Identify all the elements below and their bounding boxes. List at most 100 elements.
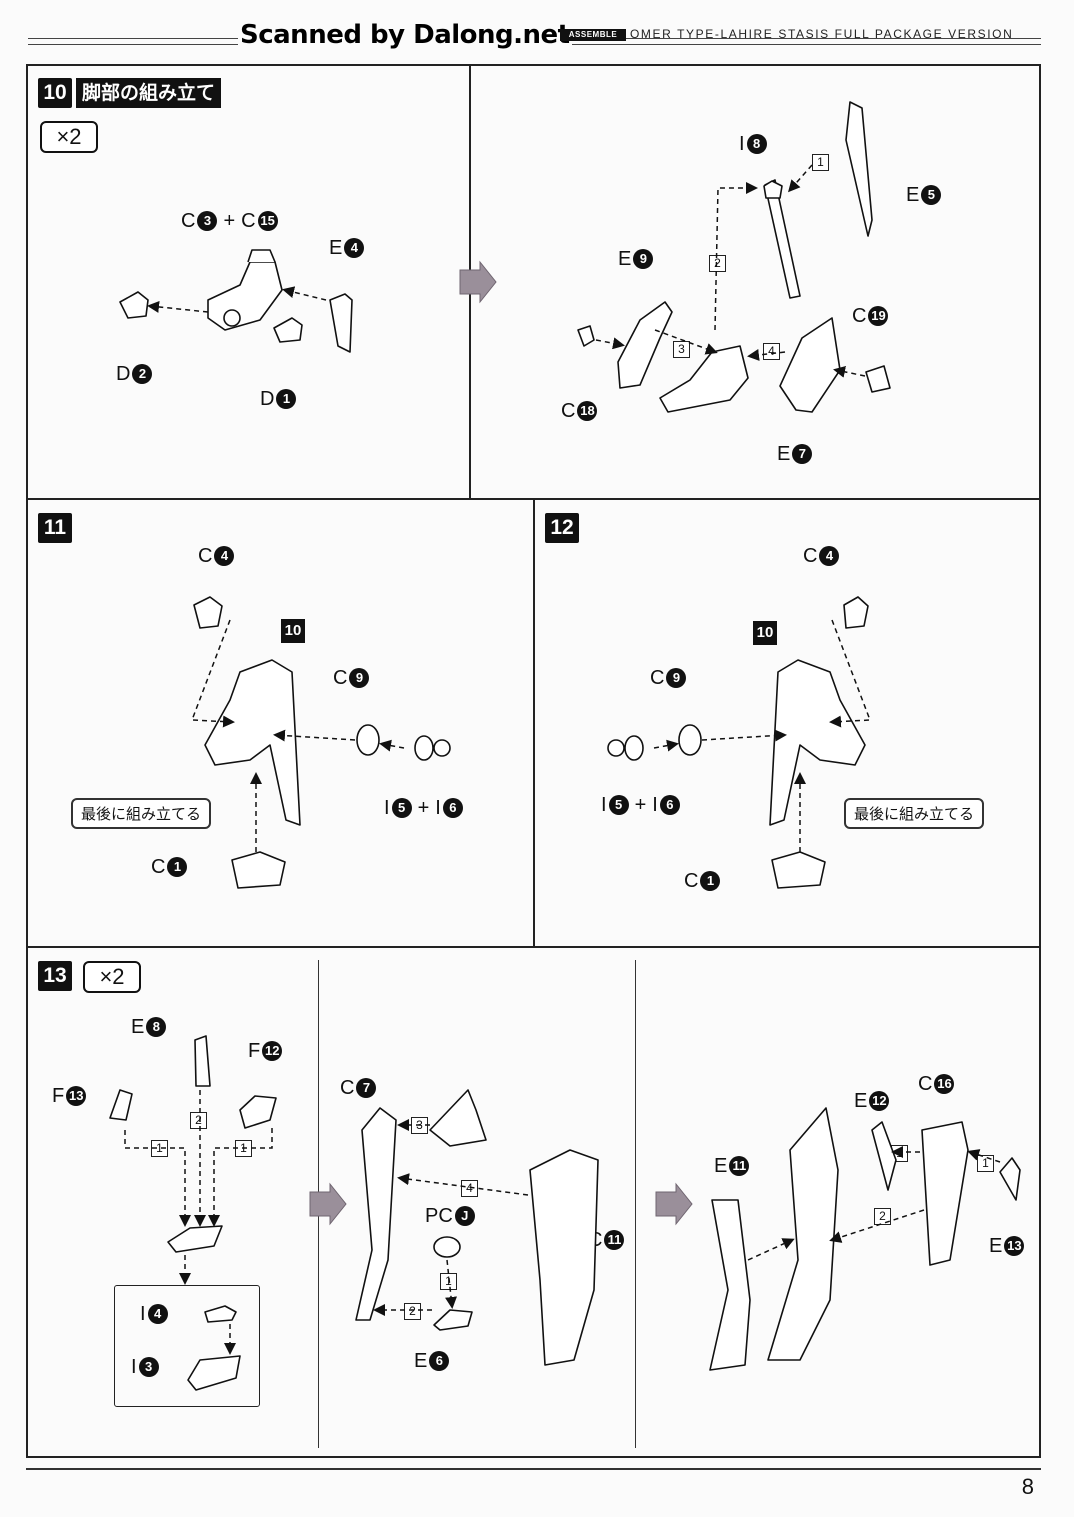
part-i5 xyxy=(414,735,434,761)
assemble-tag: ASSEMBLE xyxy=(560,29,626,41)
label-letter: I xyxy=(384,797,390,819)
part-pc-j xyxy=(433,1236,461,1258)
step-12-number: 12 xyxy=(545,513,579,543)
label-letter: C xyxy=(340,1077,355,1099)
label-letter: E xyxy=(414,1350,428,1372)
part-number: 1 xyxy=(167,857,188,877)
guide-line xyxy=(282,286,327,301)
part-number: 9 xyxy=(666,668,687,688)
part-e4 xyxy=(329,293,353,353)
label-letter: I xyxy=(652,794,658,816)
label-letter: PC xyxy=(425,1205,453,1227)
part-number: 6 xyxy=(429,1351,450,1371)
guide-line xyxy=(445,1259,457,1309)
label-letter: F xyxy=(52,1085,65,1107)
guide-line xyxy=(747,349,786,361)
guide-line xyxy=(147,300,209,313)
part-e7-wing xyxy=(429,1089,487,1147)
plus-sign: + xyxy=(223,210,236,232)
label-letter: C xyxy=(181,210,196,232)
part-number: 4 xyxy=(214,546,235,566)
part-number: 7 xyxy=(356,1078,377,1098)
part-number: 19 xyxy=(868,306,889,326)
order-2: 2 xyxy=(404,1303,421,1320)
footer-rule xyxy=(26,1468,1041,1470)
part-number: 18 xyxy=(577,401,598,421)
order-3: 3 xyxy=(673,341,690,358)
label-letter: C xyxy=(650,667,665,689)
part-d1 xyxy=(273,317,303,343)
label-letter: C xyxy=(333,667,348,689)
label-letter: C xyxy=(918,1073,933,1095)
order-4: 4 xyxy=(763,343,780,360)
part-c1 xyxy=(771,851,826,889)
part-number: 11 xyxy=(729,1156,750,1176)
part-number: 12 xyxy=(262,1041,283,1061)
label-letter: I xyxy=(140,1303,146,1325)
part-c4 xyxy=(843,596,869,629)
label-letter: C xyxy=(803,545,818,567)
guide-line xyxy=(595,337,625,350)
product-title: OMER TYPE-LAHIRE STASIS FULL PACKAGE VER… xyxy=(630,27,1014,41)
part-e12 xyxy=(871,1121,897,1191)
leg-joint-part xyxy=(207,249,283,331)
label-letter: C xyxy=(561,400,576,422)
part-number: 13 xyxy=(1004,1236,1025,1256)
step-13-multiplier: ×2 xyxy=(83,961,141,993)
part-number: 16 xyxy=(934,1074,955,1094)
label-letter: E xyxy=(854,1090,868,1112)
scan-watermark: Scanned by Dalong.net xyxy=(238,20,572,50)
guide-line xyxy=(654,329,718,355)
guide-line xyxy=(747,1238,795,1261)
label-letter: E xyxy=(131,1016,145,1038)
part-i5 xyxy=(624,735,644,761)
label-letter: C xyxy=(198,545,213,567)
instruction-frame xyxy=(26,64,1041,1458)
part-number: 3 xyxy=(197,211,218,231)
note-assemble-last: 最後に組み立てる xyxy=(71,798,212,829)
label-letter: I xyxy=(435,797,441,819)
order-2: 2 xyxy=(190,1112,207,1129)
part-number: 12 xyxy=(869,1091,890,1111)
order-1: 1 xyxy=(812,154,829,171)
part-number: 5 xyxy=(608,795,629,815)
label-letter: E xyxy=(714,1155,728,1177)
part-c7 xyxy=(355,1107,397,1321)
part-number: 5 xyxy=(921,185,942,205)
label-letter: D xyxy=(116,363,131,385)
part-e5 xyxy=(845,101,873,237)
label-letter: C xyxy=(151,856,166,878)
step-10-multiplier: ×2 xyxy=(40,121,98,153)
part-c4 xyxy=(193,596,223,629)
flow-arrow xyxy=(459,260,497,304)
guide-line xyxy=(833,365,866,378)
part-number: 11 xyxy=(604,1230,625,1250)
part-c9 xyxy=(678,724,702,756)
part-e9 xyxy=(617,301,673,389)
order-2: 2 xyxy=(874,1208,891,1225)
guide-line xyxy=(273,729,356,742)
part-number: 8 xyxy=(746,134,767,154)
guide-line xyxy=(379,739,405,752)
leg-assembly xyxy=(769,659,866,826)
guide-line xyxy=(714,182,758,331)
order-4: 4 xyxy=(461,1180,478,1197)
flow-arrow xyxy=(309,1182,347,1226)
step-13-number: 13 xyxy=(38,961,72,991)
step-10-title: 脚部の組み立て xyxy=(76,78,222,108)
label-letter: E xyxy=(989,1235,1003,1257)
guide-line xyxy=(397,1173,529,1196)
